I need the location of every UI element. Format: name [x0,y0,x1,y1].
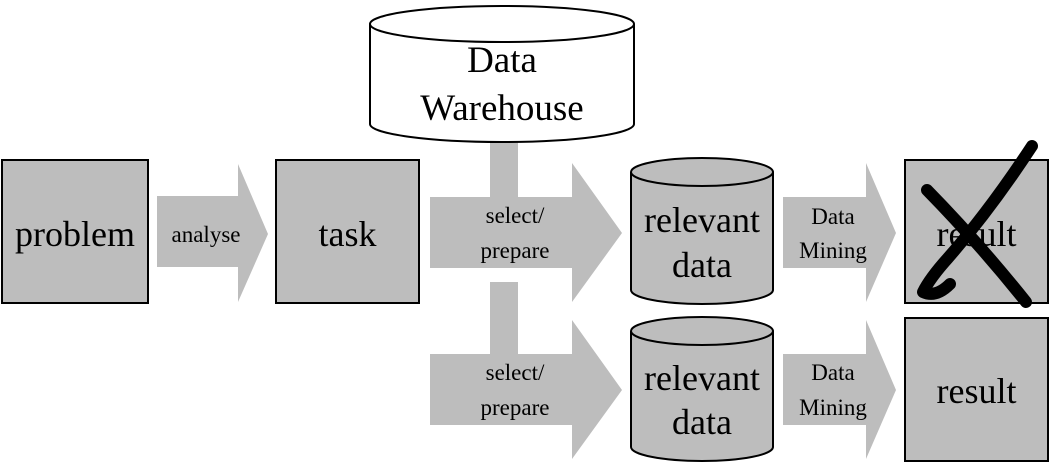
warehouse-label-line2: Warehouse [420,88,584,129]
select-prepare-arrow-bottom [430,320,622,459]
data-mining-label-bottom-line1: Data [811,360,855,385]
data-mining-arrow-bottom [783,320,896,459]
select-prepare-label-top-line1: select/ [485,203,545,228]
problem-box [1,159,149,304]
relevant-data-cylinder-top [630,157,774,305]
relevant-data-label-bottom-line2: data [672,402,732,442]
relevant-data-label-bottom-line1: relevant [644,358,760,398]
select-prepare-label-top-line2: prepare [480,238,550,263]
connector-bar-upper [490,138,518,198]
relevant-data-label-top-line2: data [672,245,732,285]
select-prepare-label-bottom-line2: prepare [480,395,550,420]
select-prepare-arrow-top [430,163,622,302]
result-label-top: result [936,214,1017,254]
relevant-data-cylinder-bottom [630,316,774,462]
data-mining-label-bottom-line2: Mining [799,395,867,420]
data-warehouse-cylinder [369,5,635,143]
warehouse-label-line1: Data [467,40,537,81]
task-box [275,159,420,304]
task-label: task [318,214,377,254]
connector-bar-lower [490,282,518,354]
problem-label: problem [15,214,135,254]
analyse-label: analyse [171,222,241,247]
analyse-arrow [157,164,268,302]
data-mining-label-top-line1: Data [811,204,855,229]
select-prepare-label-bottom-line1: select/ [485,360,545,385]
data-mining-arrow-top [783,163,896,302]
data-mining-label-top-line2: Mining [799,238,867,263]
result-label-bottom: result [936,371,1017,411]
result-box-bottom [904,317,1049,462]
relevant-data-label-top-line1: relevant [644,200,760,240]
